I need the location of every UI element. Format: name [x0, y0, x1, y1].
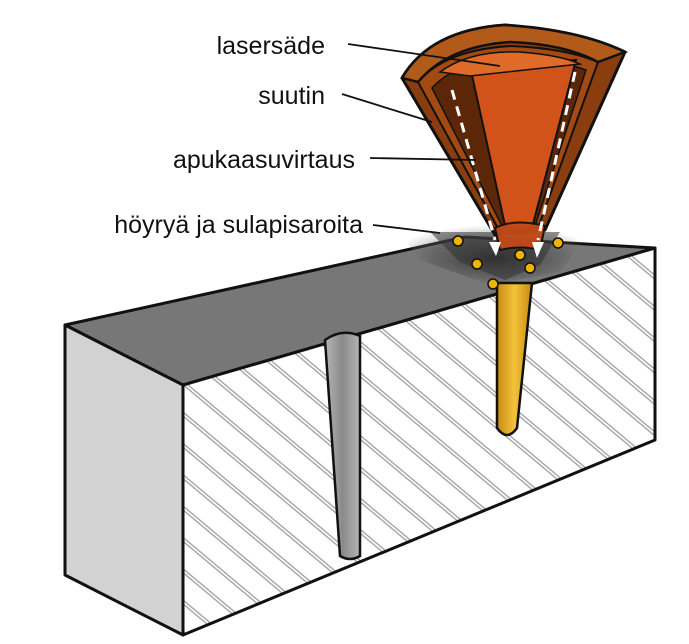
label-assist-gas-flow: apukaasuvirtaus [173, 146, 355, 174]
kerf-slot [323, 331, 362, 561]
droplet [524, 262, 536, 274]
leader-assist-gas [369, 157, 477, 161]
gas-flow-arrow-left [489, 242, 501, 256]
gas-flow-line-right [536, 71, 577, 241]
label-vapor-and-droplets: höyryä ja sulapisaroita [114, 211, 363, 239]
droplet [552, 237, 564, 249]
melt-front [495, 281, 534, 437]
leader-vapor [372, 224, 441, 234]
droplet [487, 278, 499, 290]
nozzle [400, 23, 629, 258]
gas-flow-line-left [450, 89, 497, 241]
gas-flow-arrow-right [532, 242, 544, 258]
melt-channel [495, 281, 534, 437]
labels: lasersäde suutin apukaasuvirtaus höyryä … [114, 32, 363, 239]
label-laser-beam: lasersäde [217, 32, 325, 60]
droplet [514, 249, 526, 261]
droplet [471, 258, 483, 270]
workpiece [63, 235, 657, 637]
leader-nozzle [341, 93, 433, 123]
leader-lines [341, 43, 501, 234]
nozzle-top-rim [400, 23, 629, 84]
leader-laser-beam [347, 43, 501, 67]
droplet [452, 235, 464, 247]
label-nozzle: suutin [258, 82, 325, 110]
droplets [452, 235, 564, 290]
